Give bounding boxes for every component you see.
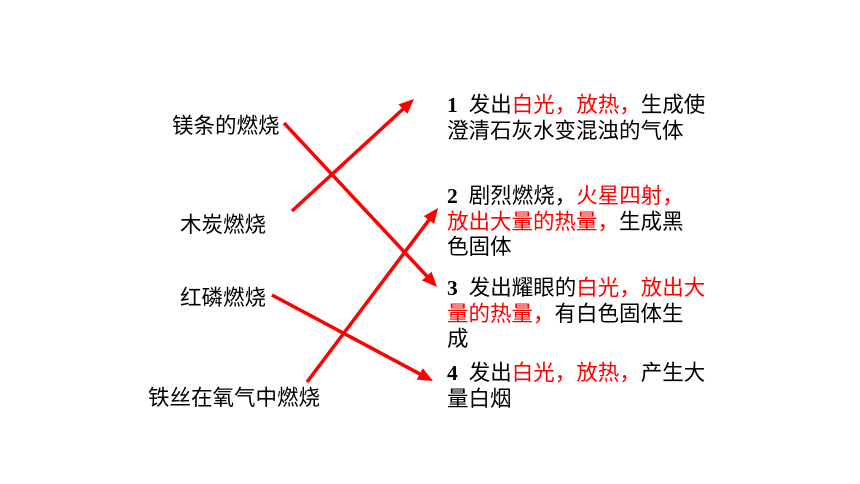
description-2: 2 剧烈燃烧， 火星四射， 放出大量的热量， 生成黑 色固体 [447,184,684,261]
reaction-label-iron-wire: 铁丝在氧气中燃烧 [148,386,321,410]
description-line: 澄清石灰水变混浊的气体 [447,119,705,145]
description-text: 澄清石灰水变混浊的气体 [447,118,684,143]
description-text: 产生大 [640,361,706,385]
arrow-4 [305,208,438,384]
description-text: 生成使 [640,93,706,117]
reaction-label-charcoal: 木炭燃烧 [180,213,267,237]
highlighted-text: 火星四射， [576,184,684,208]
description-text: 发出 [468,93,512,117]
reaction-label-magnesium: 镁条的燃烧 [172,114,280,138]
highlighted-text: 白光，放出大 [576,276,706,300]
description-text: 有白色固体生 [554,301,684,326]
highlighted-text: 白光，放热， [511,361,641,385]
description-text: 剧烈燃烧， [468,184,577,208]
description-line: 量的热量， 有白色固体生 [447,302,705,328]
description-line: 3 发出耀眼的 白光，放出大 [447,276,705,302]
description-text: 生成黑 [619,209,684,234]
arrow-head-3 [416,368,433,381]
description-line: 2 剧烈燃烧， 火星四射， [447,184,684,210]
arrow-head-2 [398,99,414,114]
description-line: 量白烟 [447,387,705,413]
description-text: 发出耀眼的 [468,276,577,300]
description-number: 4 [447,361,458,385]
arrow-head-4 [423,208,438,224]
arrow-line-2 [290,105,407,213]
arrow-3 [271,293,433,381]
arrow-line-3 [271,293,424,377]
reaction-label-red-phosphorus: 红磷燃烧 [180,286,267,310]
description-text: 色固体 [447,235,512,259]
description-line: 4 发出 白光，放热， 产生大 [447,361,705,387]
description-line: 1 发出 白光，放热， 生成使 [447,93,705,119]
description-number: 1 [447,93,458,117]
description-1: 1 发出 白光，放热， 生成使 澄清石灰水变混浊的气体 [447,93,705,144]
description-line: 放出大量的热量， 生成黑 [447,210,684,236]
description-text: 成 [447,327,469,351]
description-line: 成 [447,327,705,353]
description-line: 色固体 [447,235,684,261]
highlighted-text: 量的热量， [447,301,555,326]
description-3: 3 发出耀眼的 白光，放出大 量的热量， 有白色固体生 成 [447,276,705,353]
description-number: 3 [447,276,458,300]
description-text: 量白烟 [447,386,512,411]
description-text: 发出 [468,361,512,385]
description-4: 4 发出 白光，放热， 产生大 量白烟 [447,361,705,412]
arrow-2 [290,99,414,213]
highlighted-text: 放出大量的热量， [447,209,620,234]
highlighted-text: 白光，放热， [511,93,641,117]
description-number: 2 [447,184,458,208]
arrow-line-4 [305,216,433,384]
arrow-head-1 [422,271,437,287]
